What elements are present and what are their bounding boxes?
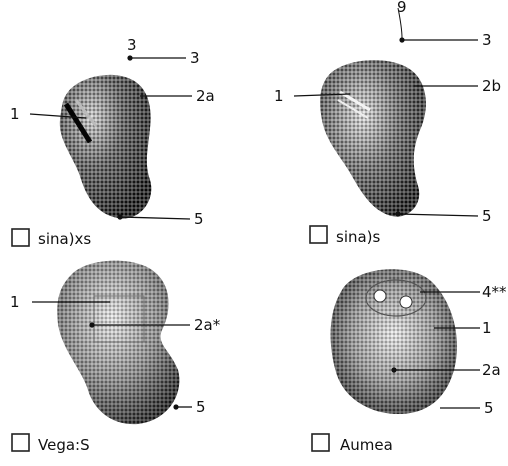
label-2b: 2b — [482, 77, 501, 95]
label-1: 1 — [10, 105, 20, 123]
panel-3: 1 2a* 5 Vega:S — [10, 261, 221, 454]
small-mark: 9 — [397, 0, 407, 16]
panel-4: 4** 1 2a 5 Aumea — [312, 269, 507, 454]
caption-2: sina)s — [336, 228, 381, 246]
label-1: 1 — [274, 87, 284, 105]
panel-1: 3 3 1 2a 5 sina)xs — [10, 36, 215, 248]
label-1: 1 — [482, 319, 492, 337]
caption-4: Aumea — [340, 436, 393, 454]
label-2a: 2a — [482, 361, 501, 379]
label-3: 3 — [482, 31, 492, 49]
checkbox-3[interactable] — [12, 434, 29, 451]
label-3: 3 — [190, 49, 200, 67]
label-2a-star: 2a* — [194, 316, 221, 334]
small-mark: 3 — [127, 36, 137, 54]
panel-2: 9 3 1 2b 5 sina)s — [274, 0, 501, 246]
caption-3: Vega:S — [38, 436, 90, 454]
label-1: 1 — [10, 293, 20, 311]
label-4: 4** — [482, 283, 507, 301]
label-5: 5 — [194, 210, 204, 228]
checkbox-2[interactable] — [310, 226, 327, 243]
caption-1: sina)xs — [38, 230, 91, 248]
checkbox-1[interactable] — [12, 229, 29, 246]
label-5: 5 — [482, 207, 492, 225]
label-5: 5 — [484, 399, 494, 417]
label-5: 5 — [196, 398, 206, 416]
label-2a: 2a — [196, 87, 215, 105]
checkbox-4[interactable] — [312, 434, 329, 451]
